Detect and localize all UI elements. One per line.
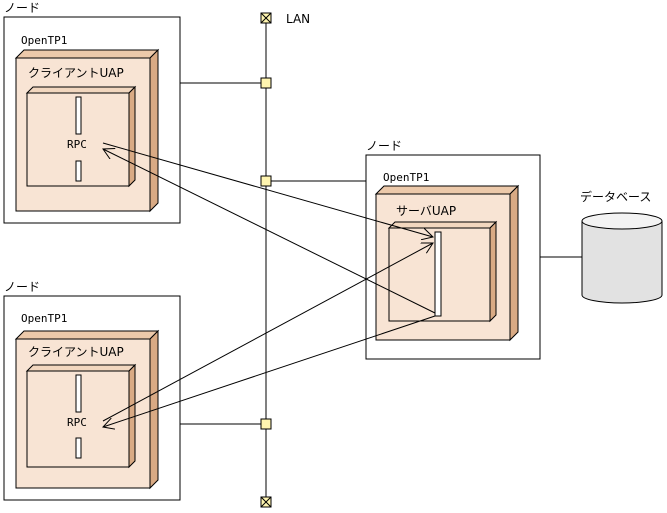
client-top-rpc-lower-bar (75, 160, 82, 182)
rpc-arrow-server-to-bottom-client (103, 315, 436, 427)
database-label: データベース (580, 190, 652, 204)
rpc-arrow-top-client-to-server (102, 142, 433, 237)
lan-connector-client-top (260, 77, 272, 89)
client-top-opentp1-label: OpenTP1 (21, 34, 68, 47)
database-cylinder (581, 212, 663, 304)
client-bottom-node-label: ノード (4, 280, 41, 294)
client-bottom-uap-label: クライアントUAP (28, 345, 124, 359)
client-bottom-rpc-label: RPC (67, 416, 87, 429)
client-top-uap-label: クライアントUAP (28, 66, 124, 80)
lan-label: LAN (286, 12, 311, 26)
client-bottom-rpc-upper-bar (75, 374, 82, 413)
lan-connector-server (260, 175, 272, 187)
client-top-rpc-upper-bar (75, 96, 82, 135)
client-top-rpc-label: RPC (67, 138, 87, 151)
client-bottom-rpc-lower-bar (75, 437, 82, 459)
rpc-arrow-bottom-client-to-server (102, 243, 433, 422)
server-uap-label: サーバUAP (396, 204, 457, 218)
lan-connector-client-bottom (260, 418, 272, 430)
server-node-label: ノード (366, 139, 403, 153)
server-process-bar (434, 231, 442, 317)
server-uap-box (387, 220, 498, 323)
lan-terminator-top (260, 12, 272, 24)
client-top-node-label: ノード (4, 1, 41, 15)
lan-terminator-bottom (260, 496, 272, 508)
client-bottom-opentp1-label: OpenTP1 (21, 312, 68, 325)
rpc-arrow-server-to-top-client (103, 149, 436, 314)
server-opentp1-label: OpenTP1 (383, 171, 430, 184)
